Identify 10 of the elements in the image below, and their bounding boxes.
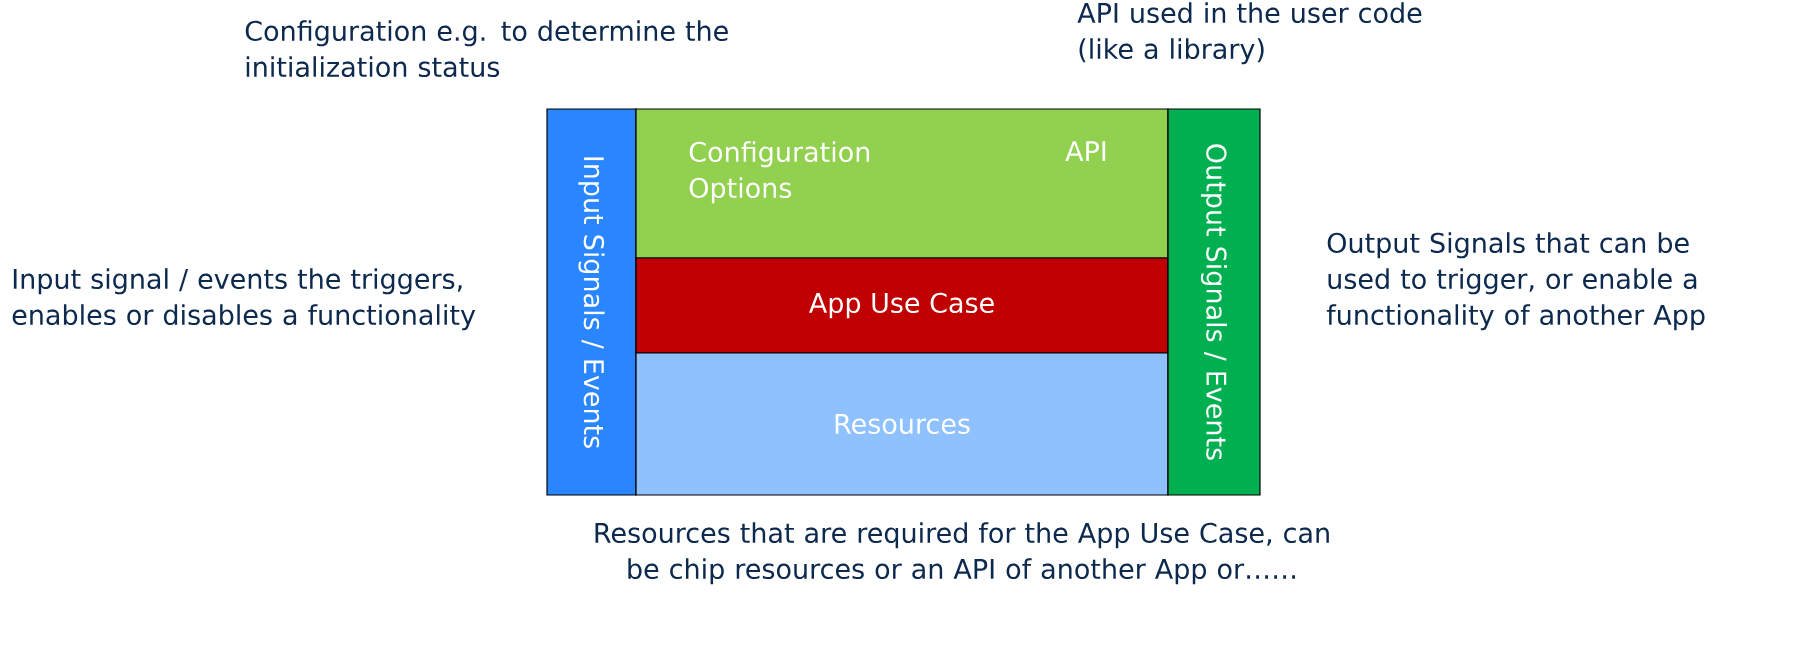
use-case-band: App Use Case [635,257,1169,354]
resources-band: Resources [635,352,1169,496]
annotation: Resources that are required for the App Use Case, can be chip resources or an API of another App or…… [595,522,1329,585]
signal-column: Input Signals / Events [546,108,637,496]
signal-column: Output Signals / Events [1167,108,1261,496]
annotation: API used in the user code (like a library) [1077,2,1422,65]
annotation: Output Signals that can be used to trigger, or enable a functionality of another App [1326,232,1705,331]
annotation: Input signal / events the triggers, enables or disables a functionality [12,268,476,331]
config-band: Configuration Options API [635,108,1169,259]
annotation: Configuration e.g. to determine the initialization status [245,20,728,78]
